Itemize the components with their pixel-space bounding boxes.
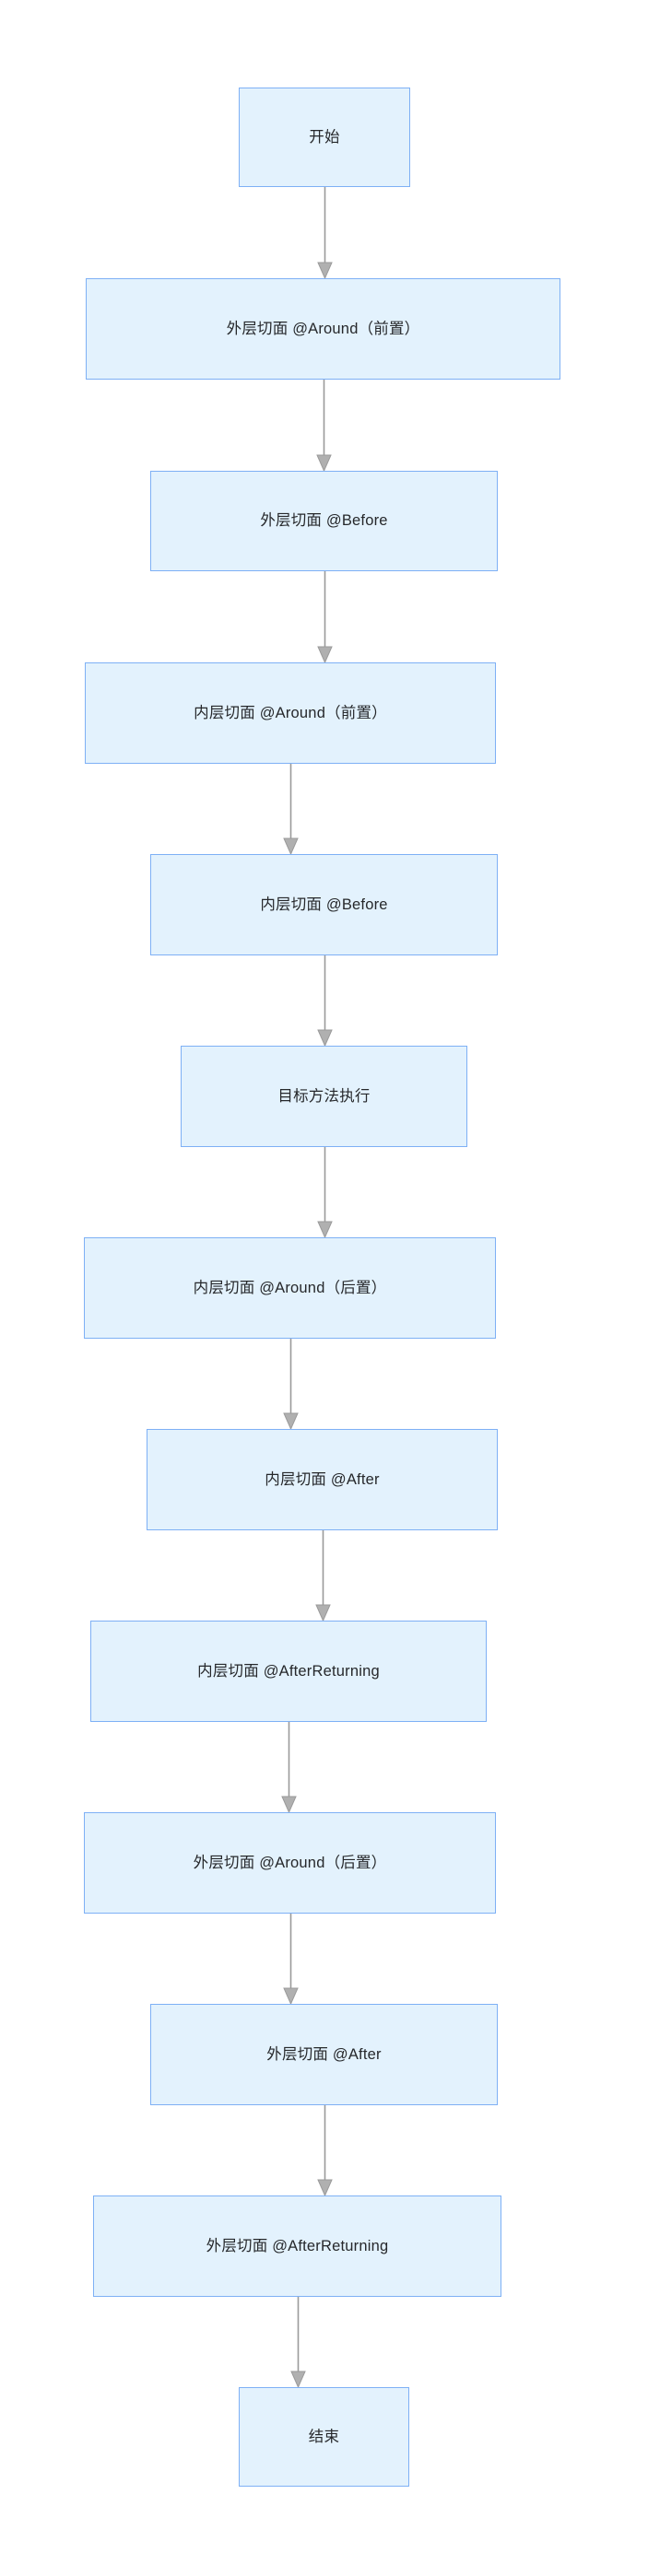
flow-edge-n4-to-n5: [283, 764, 299, 856]
arrowhead-icon: [283, 1412, 299, 1431]
arrowhead-icon: [317, 262, 333, 280]
flow-node-n11[interactable]: 外层切面 @After: [150, 2004, 498, 2105]
flow-node-n8[interactable]: 内层切面 @After: [147, 1429, 498, 1530]
flow-edge-n10-to-n11: [283, 1914, 299, 2006]
arrowhead-icon: [281, 1796, 297, 1814]
flow-edge-n11-to-n12: [317, 2105, 333, 2197]
flow-node-n12[interactable]: 外层切面 @AfterReturning: [93, 2195, 501, 2297]
flow-edge-n1-to-n2: [317, 187, 333, 280]
flow-node-label: 外层切面 @Around（前置）: [226, 320, 420, 337]
arrowhead-icon: [315, 1604, 331, 1622]
flow-node-n4[interactable]: 内层切面 @Around（前置）: [85, 662, 496, 764]
arrowhead-icon: [317, 1029, 333, 1048]
flow-node-label: 结束: [308, 2428, 340, 2445]
flow-node-label: 开始: [309, 128, 340, 146]
flow-node-label: 外层切面 @Before: [260, 512, 388, 530]
flow-node-n3[interactable]: 外层切面 @Before: [150, 471, 498, 571]
flow-node-n1[interactable]: 开始: [239, 88, 410, 187]
flow-edge-n7-to-n8: [283, 1339, 299, 1431]
flow-node-label: 目标方法执行: [277, 1087, 371, 1105]
flow-node-n9[interactable]: 内层切面 @AfterReturning: [90, 1621, 487, 1722]
flow-node-n10[interactable]: 外层切面 @Around（后置）: [84, 1812, 496, 1914]
flow-node-label: 内层切面 @After: [265, 1470, 380, 1488]
flow-node-label: 外层切面 @Around（后置）: [193, 1854, 387, 1871]
flow-node-label: 内层切面 @Around（前置）: [194, 704, 387, 721]
arrowhead-icon: [290, 2371, 306, 2389]
arrowhead-icon: [317, 646, 333, 664]
flow-node-label: 外层切面 @After: [266, 2045, 382, 2063]
arrowhead-icon: [317, 2179, 333, 2197]
flow-node-label: 内层切面 @Before: [260, 896, 388, 913]
flow-node-n5[interactable]: 内层切面 @Before: [150, 854, 498, 955]
flow-node-n2[interactable]: 外层切面 @Around（前置）: [86, 278, 560, 380]
flow-node-label: 内层切面 @AfterReturning: [197, 1662, 380, 1680]
flow-edge-n2-to-n3: [316, 380, 332, 473]
arrowhead-icon: [316, 454, 332, 473]
flow-edge-n6-to-n7: [317, 1147, 333, 1239]
arrowhead-icon: [317, 1221, 333, 1239]
flow-node-label: 内层切面 @Around（后置）: [193, 1279, 387, 1296]
flow-node-label: 外层切面 @AfterReturning: [206, 2237, 389, 2254]
flow-edge-n5-to-n6: [317, 955, 333, 1048]
arrowhead-icon: [283, 1987, 299, 2006]
flow-node-n7[interactable]: 内层切面 @Around（后置）: [84, 1237, 496, 1339]
flow-edge-n9-to-n10: [281, 1722, 297, 1814]
flow-edge-n12-to-n13: [290, 2297, 306, 2389]
flow-node-n6[interactable]: 目标方法执行: [181, 1046, 467, 1147]
flow-edge-n8-to-n9: [315, 1530, 331, 1622]
arrowhead-icon: [283, 837, 299, 856]
flow-edge-n3-to-n4: [317, 571, 333, 664]
flow-node-n13[interactable]: 结束: [239, 2387, 409, 2487]
